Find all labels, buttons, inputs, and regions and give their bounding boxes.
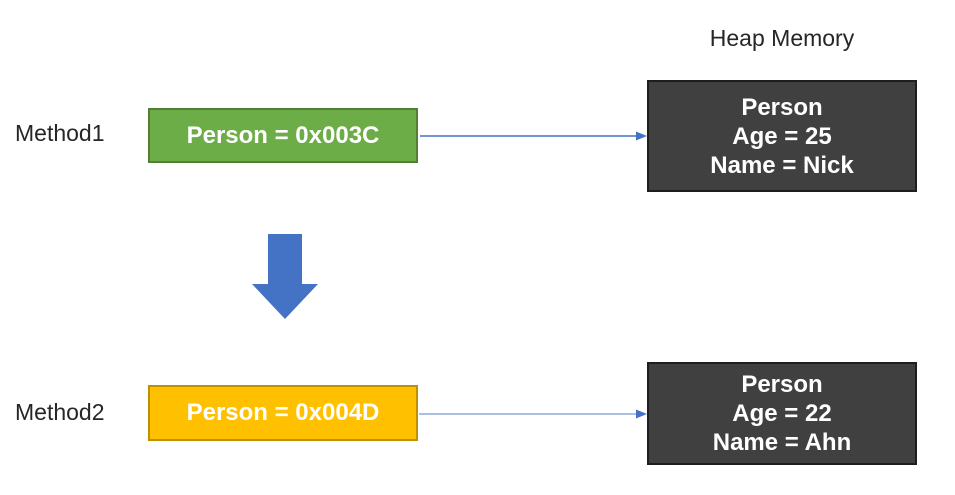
method2-label: Method2 bbox=[15, 399, 105, 425]
heap-box-line: Name = Nick bbox=[710, 151, 854, 179]
pointer-box-method2: Person = 0x004D bbox=[148, 385, 418, 441]
heap-box-line: Age = 25 bbox=[732, 122, 832, 150]
heap-box-line: Person bbox=[741, 371, 823, 398]
heap-memory-title: Heap Memory bbox=[709, 25, 855, 51]
pointer-box-method1: Person = 0x003C bbox=[148, 108, 418, 163]
heap-box-line: Age = 22 bbox=[732, 400, 832, 427]
pointer-box-method1-text: Person = 0x003C bbox=[186, 121, 380, 149]
connector-arrowhead-method2-icon bbox=[636, 409, 647, 419]
method1-label: Method1 bbox=[15, 120, 105, 146]
pointer-box-method2-text: Person = 0x004D bbox=[186, 399, 380, 426]
heap-box-line: Person bbox=[741, 93, 823, 121]
heap-box-line: Name = Ahn bbox=[712, 429, 852, 456]
down-arrow-icon bbox=[252, 234, 318, 319]
connector-arrowhead-method1-icon bbox=[636, 131, 647, 141]
heap-box-method2: Person Age = 22 Name = Ahn bbox=[647, 362, 917, 465]
heap-box-method1: Person Age = 25 Name = Nick bbox=[647, 80, 917, 192]
